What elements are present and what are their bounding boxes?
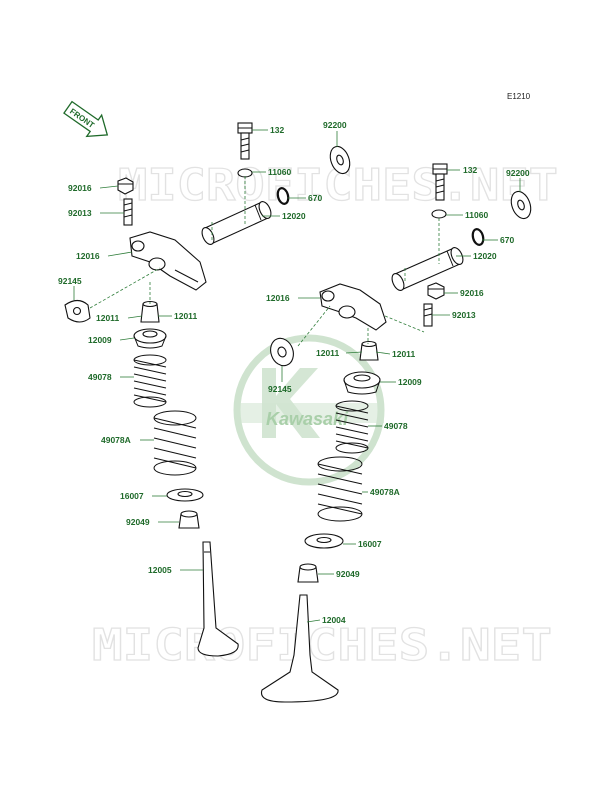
spring-49078-left-icon: [133, 354, 167, 408]
washer-11060-right-icon: [431, 209, 447, 219]
part-label: 92145: [58, 276, 82, 286]
part-label: 12004: [322, 615, 346, 625]
part-label: 12020: [282, 211, 306, 221]
part-label: 92049: [336, 569, 360, 579]
part-label: 49078A: [101, 435, 131, 445]
nut-92016-left-icon: [117, 177, 134, 195]
seal-92049-left-icon: [178, 510, 200, 529]
part-label: 49078: [88, 372, 112, 382]
screw-92013-left-icon: [123, 198, 133, 226]
rocker-arm-12016-left-icon: [129, 231, 207, 291]
part-label: 92200: [506, 168, 530, 178]
part-label: 12009: [398, 377, 422, 387]
part-label: 12011: [392, 349, 415, 359]
part-label: 92016: [68, 183, 92, 193]
part-label: 12011: [174, 311, 197, 321]
part-label: 92049: [126, 517, 150, 527]
part-label: 92013: [452, 310, 476, 320]
part-label: 92016: [460, 288, 484, 298]
part-label: 670: [500, 235, 514, 245]
part-label: 12011: [316, 348, 339, 358]
seat-16007-right-icon: [304, 533, 344, 549]
seat-16007-left-icon: [166, 488, 204, 502]
diagram-code: E1210: [507, 92, 531, 101]
cap-12011-right-icon: [359, 340, 379, 361]
logo-text: Kawasaki: [266, 409, 349, 429]
plate-92145-left-icon: [64, 299, 91, 323]
part-label: 12016: [266, 293, 290, 303]
washer-92200-left-icon: [329, 145, 351, 175]
seal-92049-right-icon: [297, 563, 319, 583]
part-label: 92200: [323, 120, 347, 130]
plate-92145-right-icon: [270, 337, 294, 367]
bolt-132-left-icon: [237, 122, 253, 160]
part-label: 12020: [473, 251, 497, 261]
part-label: 132: [270, 125, 284, 135]
cap-12011-left-icon: [140, 300, 160, 323]
front-arrow-icon: FRONT: [63, 100, 109, 138]
kawasaki-logo: Kawasaki: [233, 334, 385, 486]
retainer-12009-right-icon: [343, 371, 381, 395]
part-label: 49078A: [370, 487, 400, 497]
part-label: 16007: [120, 491, 144, 501]
spring-49078A-left-icon: [153, 410, 197, 476]
part-label: 11060: [465, 210, 488, 220]
part-label: 49078: [384, 421, 408, 431]
part-label: 670: [308, 193, 322, 203]
part-label: 12005: [148, 565, 172, 575]
rocker-shaft-12020-left-icon: [201, 201, 272, 245]
washer-92200-right-icon: [510, 190, 532, 220]
leader-lines: [73, 129, 521, 623]
bolt-132-right-icon: [432, 163, 448, 201]
part-label: 16007: [358, 539, 382, 549]
valve-12004-icon: [260, 594, 339, 703]
valve-12005-icon: [197, 541, 239, 657]
part-label: 92145: [268, 384, 292, 394]
part-label: 12009: [88, 335, 112, 345]
part-label: 92013: [68, 208, 92, 218]
watermark-bottom: MICROFICHES.NET: [92, 620, 552, 671]
screw-92013-right-icon: [423, 303, 433, 327]
retainer-12009-left-icon: [133, 328, 167, 349]
nut-92016-right-icon: [427, 282, 445, 300]
rocker-shaft-12020-right-icon: [391, 247, 464, 291]
spring-49078-right-icon: [335, 400, 369, 454]
spring-49078A-right-icon: [317, 456, 363, 522]
part-label: 12016: [76, 251, 100, 261]
rocker-arm-12016-right-icon: [319, 283, 387, 331]
part-label: 11060: [268, 167, 291, 177]
washer-11060-left-icon: [237, 168, 253, 178]
part-labels: 132 92200 11060 670 12020 92016 92013 12…: [58, 120, 530, 625]
oring-670-right-icon: [471, 228, 485, 246]
part-label: 12011: [96, 313, 119, 323]
oring-670-left-icon: [276, 187, 290, 205]
part-label: 132: [463, 165, 477, 175]
